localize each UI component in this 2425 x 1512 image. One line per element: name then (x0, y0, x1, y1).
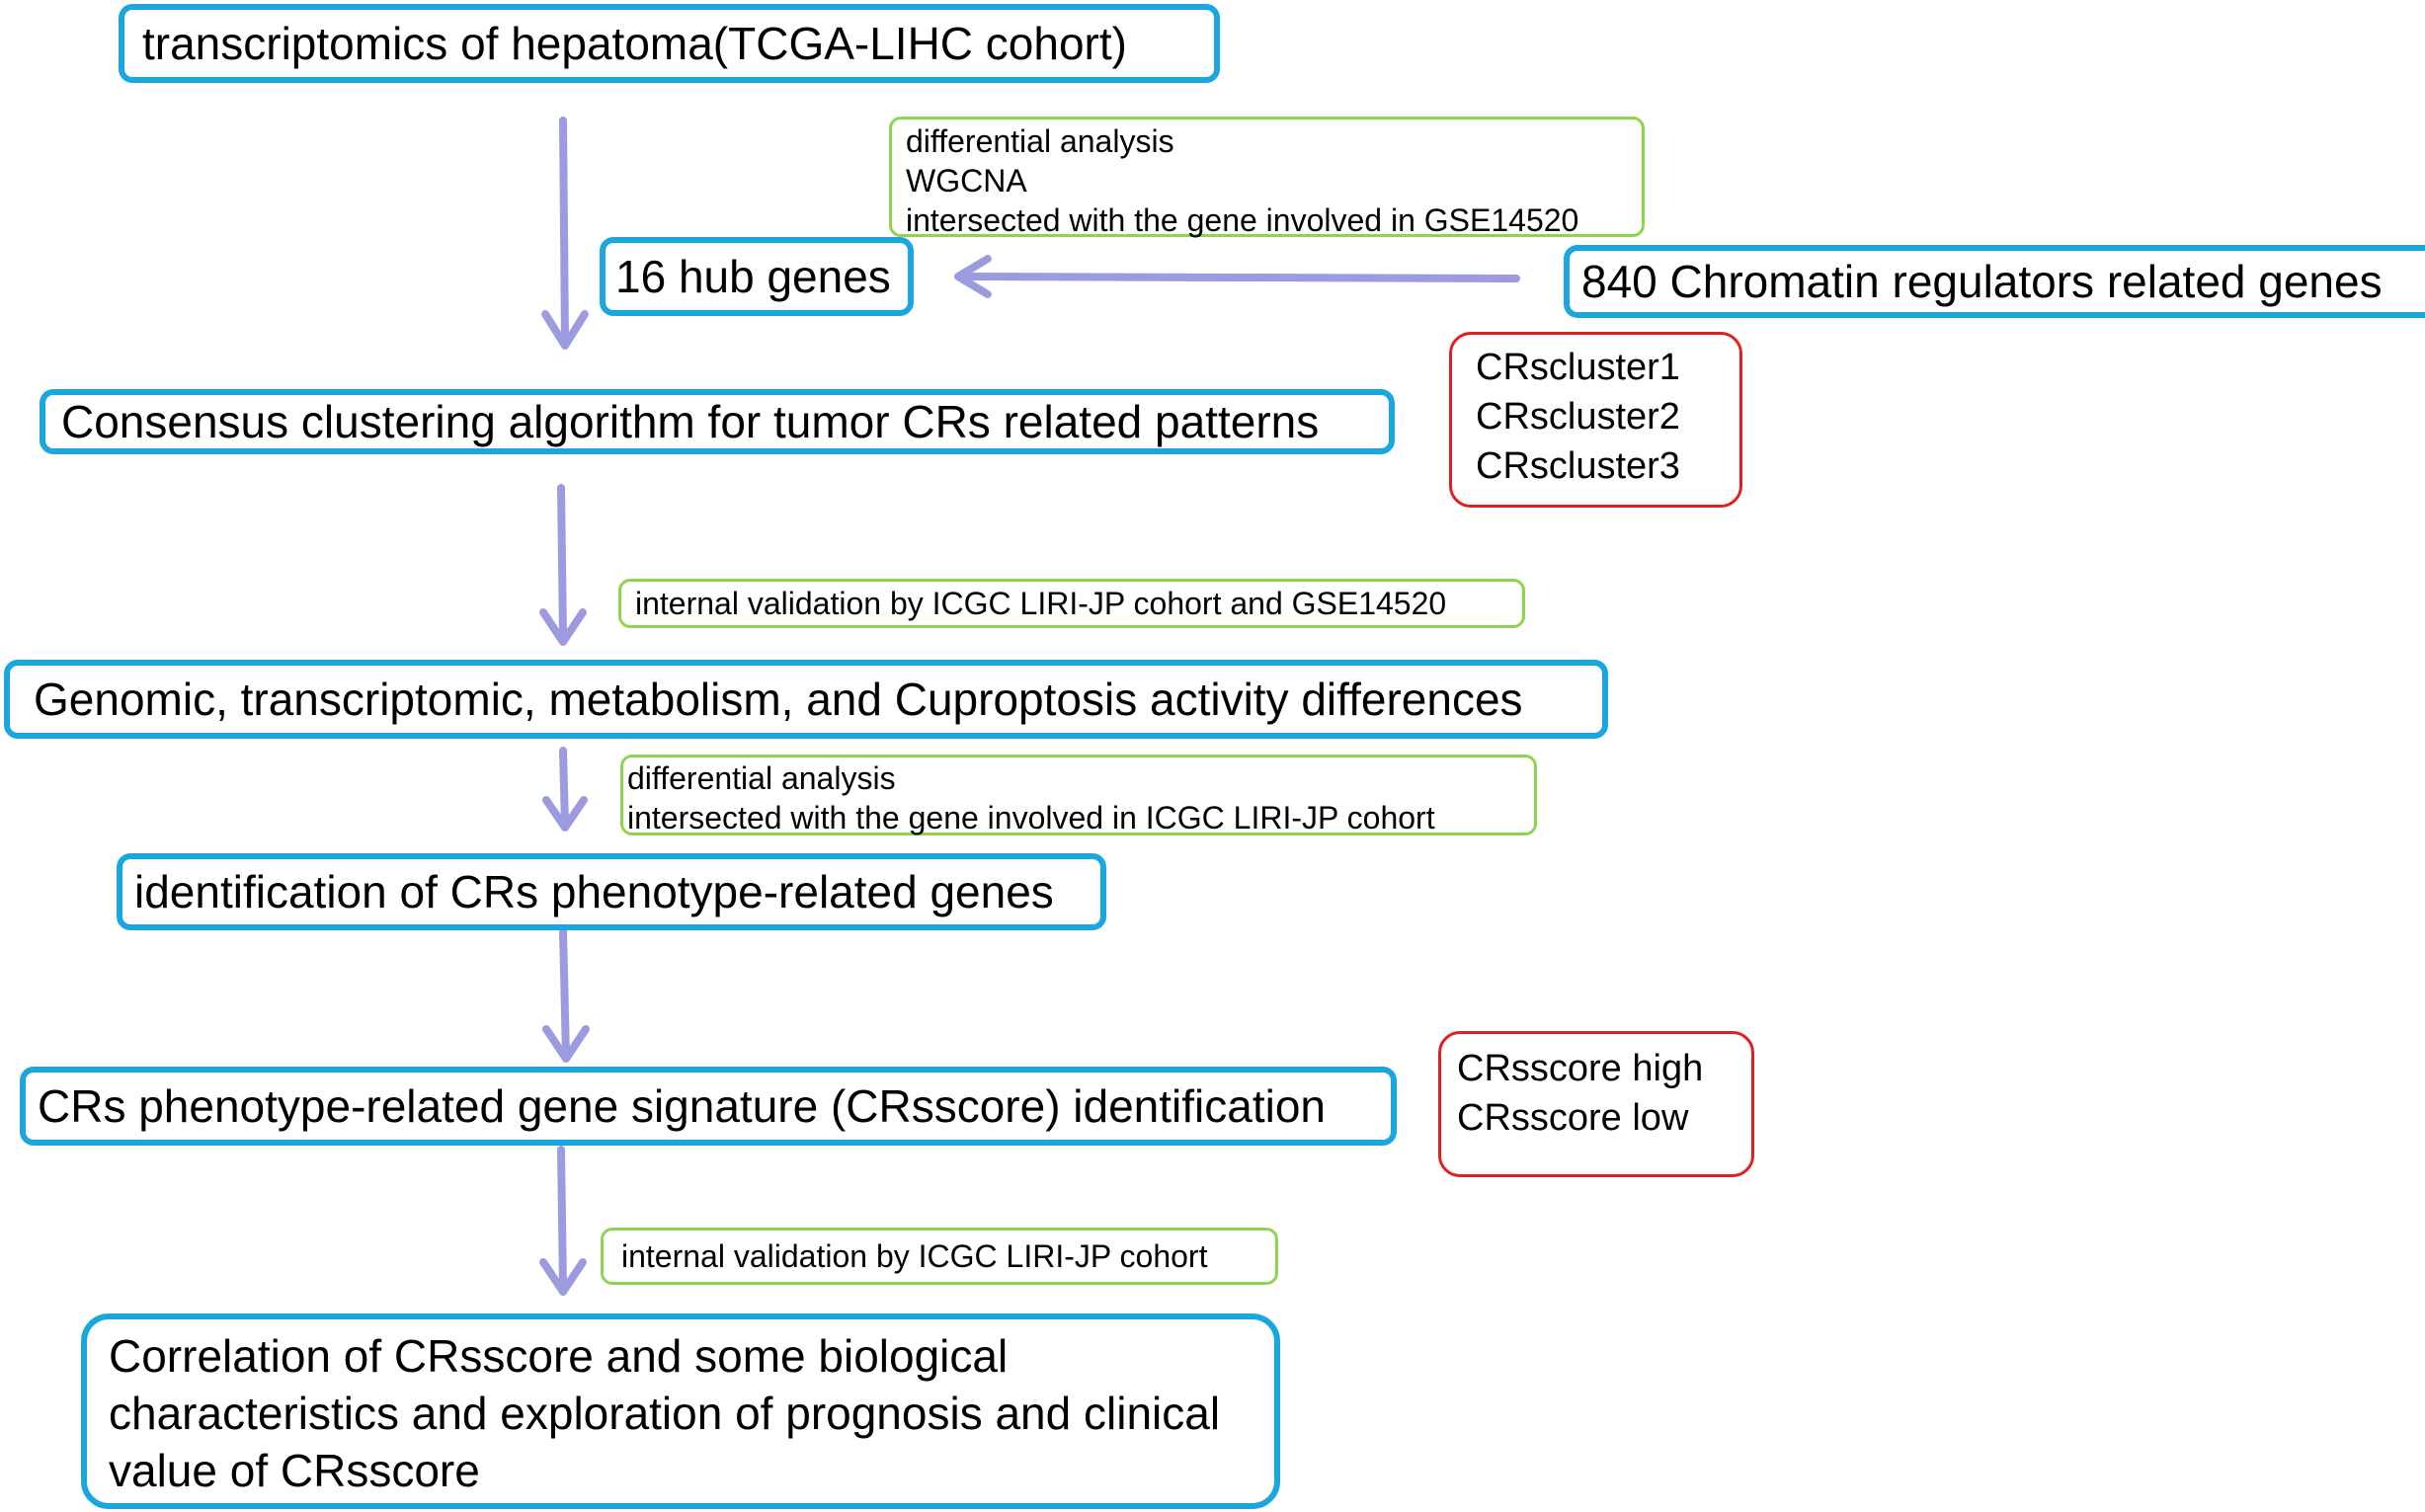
group-clusters: CRscluster1 CRscluster2 CRscluster3 (1449, 332, 1742, 508)
method-phenotype-selection: differential analysis intersected with t… (620, 755, 1537, 836)
arrow-differences-to-phenotype (542, 747, 588, 832)
step-chromatin-regulators: 840 Chromatin regulators related genes (1564, 245, 2425, 318)
method-hub-selection-line-3: intersected with the gene involved in GS… (906, 202, 1579, 238)
step-consensus-clustering: Consensus clustering algorithm for tumor… (40, 389, 1395, 454)
step-hub-genes: 16 hub genes (600, 237, 914, 316)
step-correlation-line-2: characteristics and exploration of progn… (109, 1388, 1221, 1439)
step-consensus-clustering-label: Consensus clustering algorithm for tumor… (61, 396, 1320, 447)
group-score-low: CRsscore low (1457, 1097, 1689, 1139)
method-phenotype-selection-line-2: intersected with the gene involved in IC… (627, 800, 1435, 836)
arrow-signature-to-correlation (539, 1146, 587, 1296)
arrow-transcriptomics-to-consensus (541, 117, 589, 350)
arrow-consensus-to-differences (539, 484, 587, 646)
step-transcriptomics-label: transcriptomics of hepatoma(TCGA-LIHC co… (142, 18, 1127, 69)
method-validation-2: internal validation by ICGC LIRI-JP coho… (601, 1228, 1278, 1285)
step-hub-genes-label: 16 hub genes (615, 251, 891, 302)
group-cluster-2: CRscluster2 (1476, 396, 1680, 438)
group-score-high: CRsscore high (1457, 1048, 1704, 1089)
step-phenotype-genes: identification of CRs phenotype-related … (117, 853, 1106, 930)
group-scores: CRsscore high CRsscore low (1438, 1031, 1754, 1177)
arrow-chromatin-to-hub (954, 255, 1520, 298)
step-differences: Genomic, transcriptomic, metabolism, and… (4, 660, 1608, 739)
step-correlation-line-1: Correlation of CRsscore and some biologi… (109, 1330, 1009, 1382)
method-validation-2-label: internal validation by ICGC LIRI-JP coho… (621, 1238, 1208, 1274)
step-differences-label: Genomic, transcriptomic, metabolism, and… (34, 674, 1523, 725)
arrow-phenotype-to-signature (542, 927, 590, 1063)
step-gene-signature-label: CRs phenotype-related gene signature (CR… (38, 1080, 1327, 1132)
method-hub-selection: differential analysis WGCNA intersected … (889, 117, 1645, 238)
step-gene-signature: CRs phenotype-related gene signature (CR… (20, 1067, 1397, 1146)
step-correlation-line-3: value of CRsscore (109, 1445, 480, 1496)
step-transcriptomics: transcriptomics of hepatoma(TCGA-LIHC co… (119, 4, 1220, 83)
method-validation-1: internal validation by ICGC LIRI-JP coho… (618, 579, 1525, 628)
method-hub-selection-line-1: differential analysis (906, 123, 1174, 159)
method-phenotype-selection-line-1: differential analysis (627, 760, 896, 796)
group-cluster-3: CRscluster3 (1476, 445, 1680, 487)
step-correlation: Correlation of CRsscore and some biologi… (81, 1313, 1280, 1509)
group-cluster-1: CRscluster1 (1476, 347, 1680, 388)
method-hub-selection-line-2: WGCNA (906, 163, 1027, 199)
method-validation-1-label: internal validation by ICGC LIRI-JP coho… (635, 586, 1447, 621)
step-chromatin-regulators-label: 840 Chromatin regulators related genes (1581, 256, 2383, 307)
step-phenotype-genes-label: identification of CRs phenotype-related … (134, 866, 1054, 917)
